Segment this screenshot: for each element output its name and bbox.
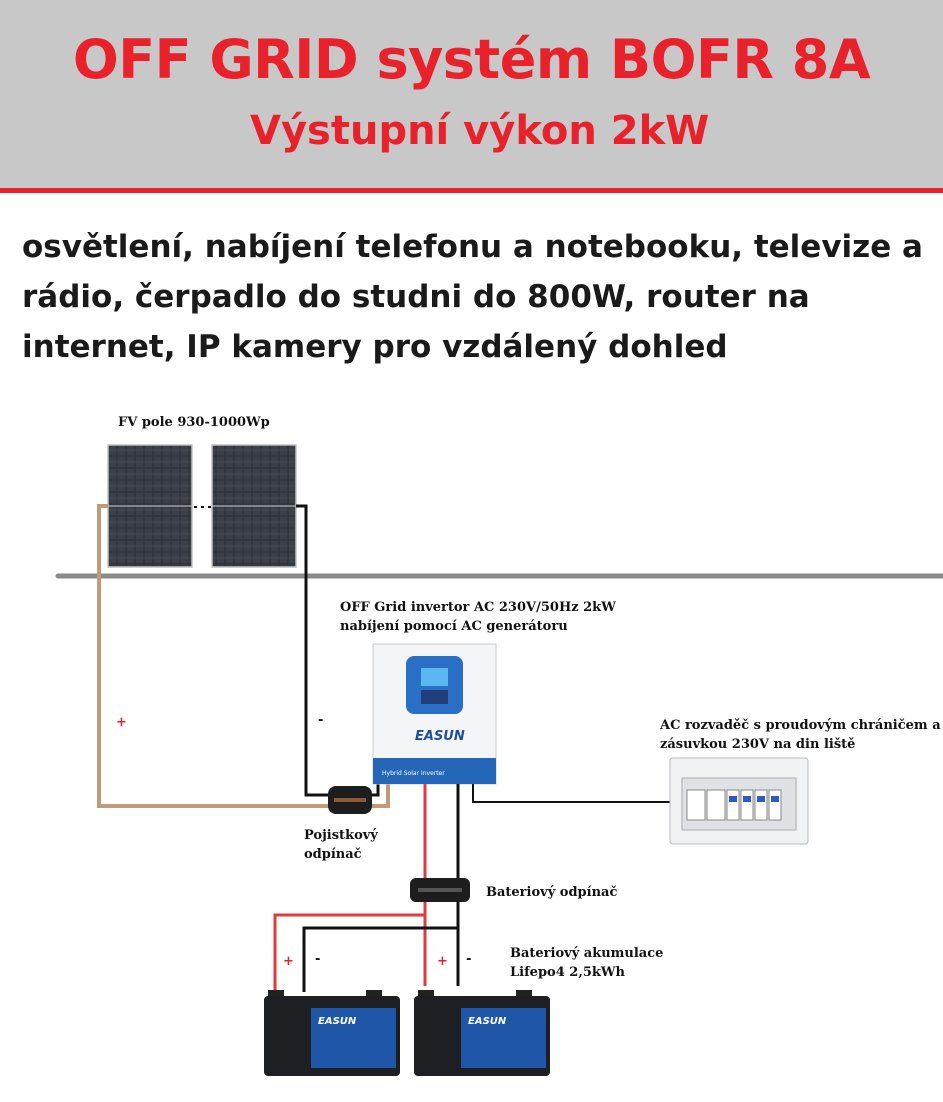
fuse-disconnector [328, 786, 372, 814]
ac-distribution-panel [669, 757, 809, 845]
battery-1-minus-sign: - [315, 952, 321, 967]
battery-negative-bus [302, 926, 458, 992]
inverter-brand-text: EASUN [415, 729, 465, 744]
battery-1-plus-sign: + [283, 954, 294, 969]
battery-1-brand-text: EASUN [318, 1016, 357, 1027]
pv-plus-sign: + [116, 715, 127, 730]
pv-minus-sign: - [318, 713, 324, 728]
solar-panel-2 [211, 444, 297, 568]
fuse-label-line1: Pojistkový [304, 828, 378, 843]
fuse-label-line2: odpínač [304, 847, 362, 862]
inverter: EASUN Hybrid Solar Inverter [372, 643, 497, 785]
page-title: OFF GRID systém BOFR 8A [72, 28, 871, 91]
pv-positive-wire [97, 504, 330, 808]
header-banner [0, 0, 943, 191]
fuse-to-inverter-wire [370, 784, 390, 808]
pv-array-label: FV pole 930-1000Wp [118, 415, 270, 430]
inverter-model-text: Hybrid Solar Inverter [382, 770, 445, 777]
header-divider [0, 188, 943, 193]
ac-panel-label-line2: zásuvkou 230V na din liště [660, 737, 856, 752]
page-subtitle: Výstupní výkon 2kW [250, 108, 710, 154]
battery-label-line2: Lifepo4 2,5kWh [510, 965, 625, 980]
inverter-label-line2: nabíjení pomocí AC generátoru [340, 619, 568, 634]
battery-switch-label: Bateriový odpínač [486, 885, 618, 900]
pv-negative-wire [296, 504, 330, 797]
battery-2-minus-sign: - [466, 952, 472, 967]
inverter-label-line1: OFF Grid invertor AC 230V/50Hz 2kW [340, 600, 616, 615]
fuse-neg-to-inverter-wire [370, 784, 380, 797]
battery-1: EASUN [264, 990, 400, 1076]
battery-2-brand-text: EASUN [468, 1016, 507, 1027]
battery-label-line1: Bateriový akumulace [510, 946, 664, 961]
battery-2-plus-sign: + [437, 954, 448, 969]
battery-positive-bus [273, 913, 425, 992]
use-case-description: osvětlení, nabíjení telefonu a notebooku… [22, 229, 923, 365]
solar-panel-1 [107, 444, 193, 568]
battery-2: EASUN [414, 990, 550, 1076]
ac-output-wire [472, 784, 680, 803]
battery-disconnector [410, 878, 470, 902]
ac-panel-label-line1: AC rozvaděč s proudovým chráničem a [660, 718, 941, 733]
